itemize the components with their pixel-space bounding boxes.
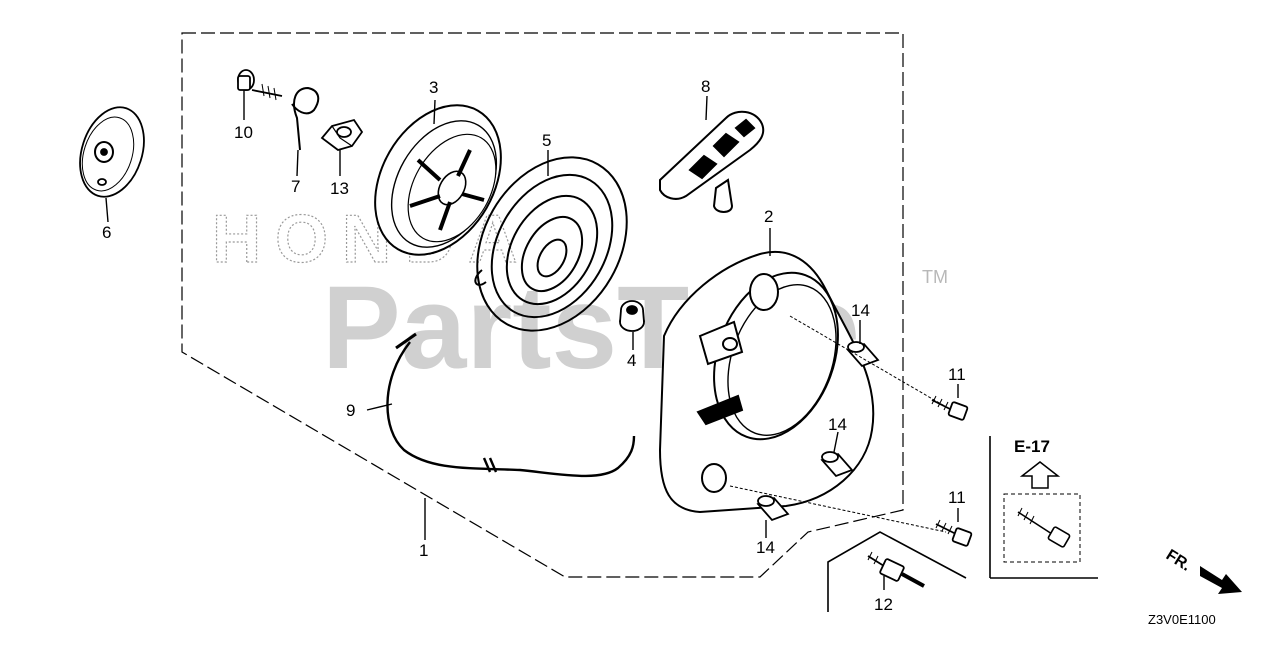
section-separators (827, 436, 1098, 612)
callout-labels: 1 2 3 4 5 6 7 8 9 10 11 11 12 13 14 14 1… (102, 77, 966, 614)
part-5-recoil-spring (474, 156, 628, 332)
up-arrow-icon (1019, 461, 1061, 489)
callout-14a: 14 (851, 301, 870, 320)
callout-9: 9 (346, 401, 355, 420)
reference-label: E-17 (1014, 437, 1050, 456)
part-11-bolt-a (931, 395, 969, 421)
part-14-collar-b (820, 451, 854, 478)
callout-11a: 11 (948, 365, 966, 384)
part-9-starter-rope (386, 332, 636, 478)
callout-3: 3 (429, 78, 438, 97)
callout-6: 6 (102, 223, 111, 242)
direction-label: FR. (1163, 547, 1194, 575)
trademark-mark: TM (922, 267, 948, 287)
reference-dashed-box (1003, 493, 1081, 563)
part-10-bolt (237, 69, 283, 101)
part-13-clamp (320, 118, 364, 151)
callout-11b: 11 (948, 488, 966, 507)
part-12-bolt (867, 551, 925, 588)
callout-10: 10 (234, 123, 253, 142)
part-14-collar-a (846, 341, 880, 368)
callout-2: 2 (764, 207, 773, 226)
front-arrow-icon (1200, 566, 1242, 594)
part-7-spring-clip (291, 86, 320, 151)
callout-13: 13 (330, 179, 349, 198)
callout-7: 7 (291, 177, 300, 196)
callout-4: 4 (627, 351, 636, 370)
part-14-collar-c (756, 495, 790, 522)
diagram-code: Z3V0E1100 (1148, 612, 1216, 627)
reference-bolt (1017, 507, 1071, 548)
front-direction-indicator: FR. (1163, 547, 1242, 594)
assembly-boundary (181, 32, 904, 578)
part-6-rotor-cover (79, 106, 145, 198)
part-4-grommet (619, 300, 645, 332)
reference-inset-e17: E-17 (1003, 437, 1081, 563)
part-2-starter-case (658, 250, 875, 514)
callout-1: 1 (419, 541, 428, 560)
callout-14b: 14 (828, 415, 847, 434)
callout-12: 12 (874, 595, 893, 614)
part-8-starter-grip (659, 110, 765, 213)
callout-5: 5 (542, 131, 551, 150)
callout-14c: 14 (756, 538, 775, 557)
part-3-reel (374, 104, 502, 256)
leader-lines (105, 90, 959, 590)
callout-8: 8 (701, 77, 710, 96)
part-11-bolt-b (935, 519, 973, 547)
